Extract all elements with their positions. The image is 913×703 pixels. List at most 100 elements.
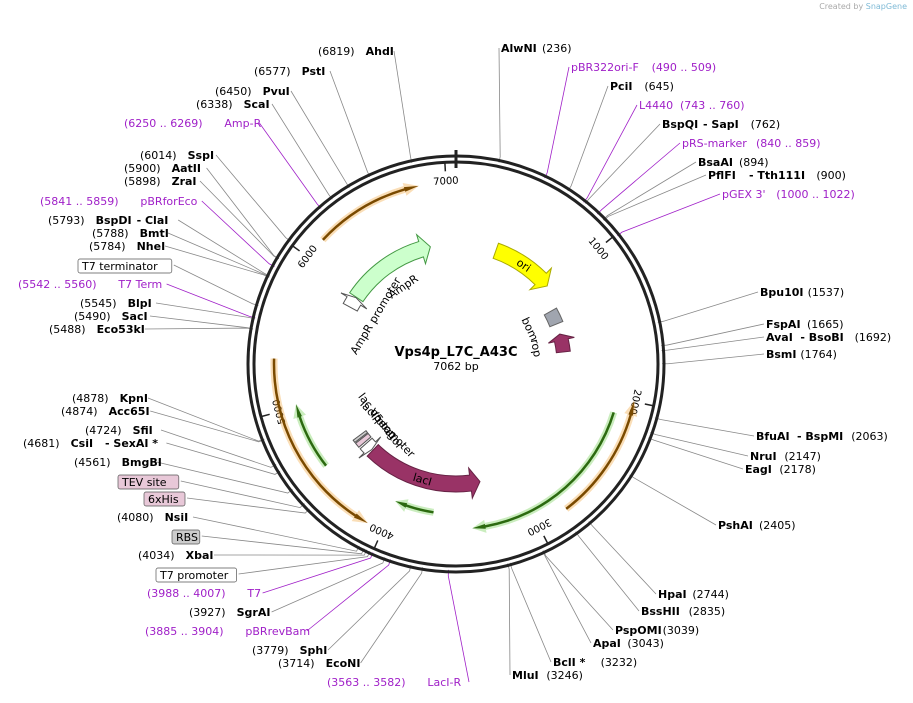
site-label-text: (894) — [739, 156, 769, 169]
site-Tth111I[interactable]: PflFI- Tth111I(900) — [708, 169, 846, 182]
site-SgrAI[interactable]: (3927)SgrAI — [189, 606, 270, 619]
site-BmtI[interactable]: (5788)BmtI — [92, 227, 169, 240]
site-6xHis[interactable]: 6xHis — [143, 491, 186, 507]
site-BssHII[interactable]: BssHII(2835) — [641, 605, 725, 618]
site-label-text: SacI — [122, 310, 148, 323]
orf-2[interactable] — [565, 400, 635, 510]
site-XbaI[interactable]: (4034)XbaI — [138, 549, 213, 562]
site-L4440[interactable]: L4440(743 .. 760) — [639, 99, 745, 112]
site-label-text: PflFI — [708, 169, 736, 182]
site-HpaI[interactable]: HpaI(2744) — [658, 588, 729, 601]
lacI-feature[interactable] — [366, 443, 481, 501]
site-BspMI[interactable]: BfuAI- BspMI(2063) — [756, 430, 888, 443]
orf-6[interactable] — [295, 404, 328, 467]
site-label-text: BspQI — [662, 118, 698, 131]
site-SacI[interactable]: (5490) SacI — [74, 310, 148, 323]
site-FspAI[interactable]: FspAI(1665) — [766, 318, 844, 331]
site-label-text: SspI — [188, 149, 214, 162]
site-label-text: (5490) — [74, 310, 111, 323]
site-EcoNI[interactable]: (3714)EcoNI — [278, 657, 360, 670]
site-Eco53kI[interactable]: (5488)Eco53kI — [49, 323, 145, 336]
site-pBRforEco[interactable]: (5841 .. 5859)pBRforEco — [40, 195, 198, 208]
site-label-text: SgrAI — [237, 606, 271, 619]
site-label-text: (5788) — [92, 227, 129, 240]
site-label-text: (3232) — [601, 656, 638, 669]
lacI-promoter-feature[interactable] — [358, 436, 382, 459]
site-TEV-site[interactable]: TEV site — [117, 474, 180, 490]
site-BclI[interactable]: BclI *(3232) — [553, 656, 637, 669]
site-ScaI[interactable]: (6338)ScaI — [196, 98, 270, 111]
site-label-text: T7 Term — [117, 278, 162, 291]
site-SphI[interactable]: (3779)SphI — [252, 644, 327, 657]
site-Amp-R[interactable]: (6250 .. 6269)Amp-R — [124, 117, 262, 130]
site-BmgBI[interactable]: (4561)BmgBI — [74, 456, 162, 469]
site-ApaI[interactable]: ApaI(3043) — [593, 637, 664, 650]
site-T7-terminator[interactable]: T7 terminator — [77, 258, 173, 274]
site-label-text: (645) — [644, 80, 674, 93]
site-SfiI[interactable]: (4724)SfiI — [85, 424, 153, 437]
site-label-text: (3988 .. 4007) — [147, 587, 226, 600]
site-SspI[interactable]: (6014) SspI — [140, 149, 214, 162]
site-label-text: (6014) — [140, 149, 177, 162]
orf-3[interactable] — [272, 358, 368, 524]
site-label-text: (5542 .. 5560) — [18, 278, 97, 291]
site-label-text: (4080) — [117, 511, 154, 524]
site-PciI[interactable]: PciI(645) — [610, 80, 674, 93]
site-label-text: ApaI — [593, 637, 621, 650]
site-Bpu10I[interactable]: Bpu10I(1537) — [760, 286, 844, 299]
site-RBS[interactable]: RBS — [171, 529, 201, 545]
site-label-text: BsaAI — [698, 156, 733, 169]
site-Acc65I[interactable]: (4874)Acc65I — [61, 405, 150, 418]
site-label-text: - BspMI — [797, 430, 843, 443]
site-pBRrevBam[interactable]: (3885 .. 3904)pBRrevBam — [145, 625, 310, 638]
site-label-text: EagI — [745, 463, 772, 476]
site-NsiI[interactable]: (4080)NsiI — [117, 511, 188, 524]
site-ClaI[interactable]: (5793)BspDI- ClaI — [48, 214, 168, 227]
site-SexAI[interactable]: (4681)CsiI- SexAI * — [23, 437, 158, 450]
site-LacI-R[interactable]: (3563 .. 3582)LacI-R — [327, 676, 462, 689]
bom-feature[interactable] — [543, 307, 564, 328]
site-label-text: - BsoBI — [800, 331, 843, 344]
ori-feature[interactable] — [492, 242, 553, 291]
site-BsaAI[interactable]: BsaAI (894) — [698, 156, 769, 169]
site-AatII[interactable]: (5900)AatII — [124, 162, 201, 175]
site-KpnI[interactable]: (4878)KpnI — [72, 392, 148, 405]
site-label-text: (2063) — [851, 430, 888, 443]
site-EagI[interactable]: EagI(2178) — [745, 463, 816, 476]
credit-prefix: Created by — [819, 2, 864, 11]
tick-label: 4000 — [368, 521, 396, 541]
orf-5[interactable] — [395, 501, 434, 514]
lac-operator-feature[interactable] — [352, 429, 369, 444]
site-label-text: BssHII — [641, 605, 680, 618]
AmpR-feature[interactable] — [348, 233, 431, 303]
site-pGEX-3[interactable]: pGEX 3'(1000 .. 1022) — [722, 188, 855, 201]
site-pRS-marker[interactable]: pRS-marker(840 .. 859) — [682, 137, 821, 150]
site-AhdI[interactable]: (6819)AhdI — [318, 45, 394, 58]
site-NruI[interactable]: NruI(2147) — [750, 450, 821, 463]
V5-tag-feature[interactable] — [354, 432, 372, 449]
site-PvuI[interactable]: (6450)PvuI — [215, 85, 290, 98]
site-NheI[interactable]: (5784)NheI — [89, 240, 165, 253]
site-label-text: (6250 .. 6269) — [124, 117, 203, 130]
site-T7-promoter[interactable]: T7 promoter — [155, 567, 237, 583]
AmpR-promoter-feature[interactable] — [340, 292, 368, 312]
site-MluI[interactable]: MluI(3246) — [512, 669, 583, 682]
site-BlpI[interactable]: (5545)BlpI — [80, 297, 152, 310]
site-T7[interactable]: (3988 .. 4007)T7 — [147, 587, 261, 600]
site-SapI[interactable]: BspQI- SapI(762) — [662, 118, 780, 131]
site-PshAI[interactable]: PshAI(2405) — [718, 519, 796, 532]
site-label-text: LacI-R — [427, 676, 461, 689]
site-label-text: (4034) — [138, 549, 175, 562]
site-PspOMI[interactable]: PspOMI(3039) — [615, 624, 699, 637]
site-pBR322ori-F[interactable]: pBR322ori-F(490 .. 509) — [571, 61, 716, 74]
site-PstI[interactable]: (6577)PstI — [254, 65, 325, 78]
rop-feature[interactable] — [548, 333, 575, 354]
site-AlwNI[interactable]: AlwNI(236) — [501, 42, 572, 55]
site-BsoBI[interactable]: AvaI- BsoBI(1692) — [766, 331, 891, 344]
snapgene-brand: SnapGene — [865, 2, 907, 11]
site-label-text: NheI — [137, 240, 166, 253]
site-BsmI[interactable]: BsmI(1764) — [766, 348, 837, 361]
site-T7-Term[interactable]: (5542 .. 5560) T7 Term — [18, 278, 162, 291]
site-ZraI[interactable]: (5898)ZraI — [124, 175, 197, 188]
